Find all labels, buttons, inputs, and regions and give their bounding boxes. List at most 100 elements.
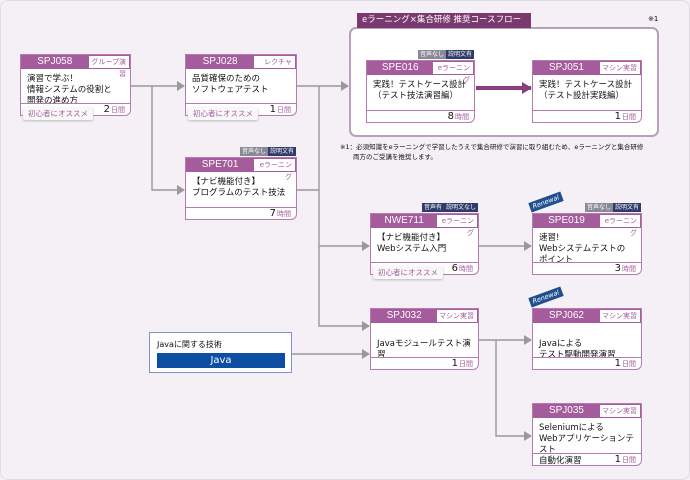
footnote-line-2: 両方のご受講を推奨します。 — [353, 153, 437, 161]
course-duration: 7 — [269, 208, 276, 219]
course-duration: 1 — [269, 104, 276, 115]
media-badges: 音声有説明文なし — [421, 203, 478, 212]
course-duration: 2 — [103, 104, 110, 115]
connector — [495, 340, 532, 441]
connector — [318, 86, 370, 331]
card-header: SPJ032 マシン実習 — [371, 309, 478, 323]
duration-unit: 時間 — [277, 210, 291, 218]
card-footer: 2日間 — [21, 103, 130, 115]
course-code[interactable]: SPE016 — [381, 62, 419, 73]
beginner-recommended-badge: 初心者にオススメ — [373, 266, 443, 279]
course-type: マシン実習 — [599, 405, 640, 417]
card-footer: 8時間 — [367, 110, 474, 122]
card-footer: 3時間 — [533, 262, 641, 274]
course-card-spj051[interactable]: SPJ051 マシン実習実践！テストケース設計 （テスト設計実践編） 1日間 — [532, 60, 642, 123]
course-duration: 1 — [614, 111, 621, 122]
connector — [151, 86, 185, 195]
duration-unit: 日間 — [622, 456, 636, 464]
card-footer: 1日間 — [533, 357, 641, 369]
java-button[interactable]: Java — [157, 353, 285, 368]
duration-unit: 時間 — [622, 265, 636, 273]
course-duration: 6 — [451, 263, 458, 274]
duration-unit: 日間 — [277, 106, 291, 114]
course-title[interactable]: 実践！テストケース設計 （テスト技法演習編） — [373, 80, 467, 101]
course-type: eラーニング — [437, 215, 477, 237]
duration-unit: 日間 — [622, 113, 636, 121]
note-mark: ※1 — [648, 15, 659, 23]
course-code[interactable]: SPJ062 — [548, 310, 584, 321]
course-card-spj035[interactable]: SPJ035 マシン実習 Seleniumによる Webアプリケーションテスト 自動… — [532, 403, 642, 466]
course-duration: 1 — [451, 358, 458, 369]
media-badge: 音声なし — [239, 147, 268, 156]
card-header: SPJ058 グループ演習 — [21, 55, 130, 78]
card-footer: 1日間 — [533, 110, 641, 122]
course-type: グループ演習 — [88, 56, 129, 78]
course-title[interactable]: 【ナビ機能付き】 Webシステム入門 — [377, 233, 447, 254]
java-tech-box: Javaに関する技術 Java — [149, 332, 292, 373]
card-header: SPJ028 レクチャ — [186, 55, 296, 69]
course-duration: 1 — [614, 358, 621, 369]
course-duration: 1 — [614, 454, 621, 465]
media-badge: 説明文有 — [445, 50, 474, 59]
card-footer: 7時間 — [186, 207, 296, 219]
course-title[interactable]: 【ナビ機能付き】 プログラムのテスト技法 — [192, 177, 286, 198]
java-tech-label: Javaに関する技術 — [157, 340, 222, 349]
card-header: SPJ051 マシン実習 — [533, 61, 641, 75]
footnote: ※1：必須知識をeラーニングで学習したうえで集合研修で演習に取り組むため、eラー… — [340, 142, 685, 162]
course-title[interactable]: 品質確保のための ソフトウェアテスト — [192, 74, 269, 95]
duration-unit: 日間 — [459, 360, 473, 368]
duration-unit: 日間 — [111, 106, 125, 114]
course-code[interactable]: SPJ035 — [548, 405, 584, 416]
media-badges: 音声なし説明文有 — [239, 147, 296, 156]
course-code[interactable]: SPJ028 — [202, 56, 238, 67]
card-header: SPJ062 マシン実習 — [533, 309, 641, 323]
course-code[interactable]: NWE711 — [384, 215, 424, 226]
course-title[interactable]: 演習で学ぶ！ 情報システムの役割と 開発の進め方 — [27, 74, 112, 106]
media-badge: 音声有 — [421, 203, 444, 212]
course-code[interactable]: SPJ051 — [548, 62, 584, 73]
course-title[interactable]: 実践！テストケース設計 （テスト設計実践編） — [539, 80, 633, 101]
card-header: SPE019 eラーニング — [533, 214, 641, 237]
course-code[interactable]: SPE019 — [548, 215, 585, 226]
card-footer: 1日間 — [371, 357, 478, 369]
course-code[interactable]: SPJ058 — [37, 56, 73, 67]
media-badge: 説明文なし — [443, 203, 478, 212]
course-title[interactable]: 速習! Webシステムテストの ポイント — [539, 233, 626, 265]
duration-unit: 時間 — [459, 265, 473, 273]
card-header: SPE016 eラーニング — [367, 61, 474, 84]
course-type: マシン実習 — [599, 62, 640, 74]
course-duration: 3 — [614, 263, 621, 274]
footnote-line-1: ※1：必須知識をeラーニングで学習したうえで集合研修で演習に取り組むため、eラー… — [340, 143, 644, 151]
recommended-flow-title: eラーニング×集合研修 推奨コースフロー — [357, 13, 531, 28]
course-title[interactable]: Javaによる テスト駆動開発演習 — [539, 339, 616, 360]
course-card-spe016[interactable]: SPE016 eラーニング実践！テストケース設計 （テスト技法演習編） 8時間 音声な… — [366, 50, 475, 123]
course-type: マシン実習 — [437, 310, 477, 322]
card-footer: 1日間 — [186, 103, 296, 115]
media-badge: 説明文有 — [612, 203, 641, 212]
card-footer: 1日間 — [533, 453, 641, 465]
course-duration: 8 — [447, 111, 454, 122]
beginner-recommended-badge: 初心者にオススメ — [188, 107, 258, 120]
beginner-recommended-badge: 初心者にオススメ — [23, 107, 93, 120]
course-title[interactable]: Javaモジュールテスト演習 — [377, 339, 471, 360]
course-type: マシン実習 — [599, 310, 640, 322]
course-title[interactable]: Seleniumによる Webアプリケーションテスト 自動化演習 — [539, 423, 634, 466]
card-footer: 6時間 — [371, 262, 478, 274]
course-type: eラーニング — [599, 215, 640, 237]
media-badges: 音声なし説明文有 — [417, 50, 474, 59]
course-type: レクチャ — [254, 56, 295, 68]
course-type: eラーニング — [433, 62, 473, 84]
course-code[interactable]: SPE701 — [201, 159, 239, 170]
card-header: SPJ035 マシン実習 — [533, 404, 641, 418]
course-code[interactable]: SPJ032 — [386, 310, 422, 321]
duration-unit: 時間 — [455, 113, 469, 121]
